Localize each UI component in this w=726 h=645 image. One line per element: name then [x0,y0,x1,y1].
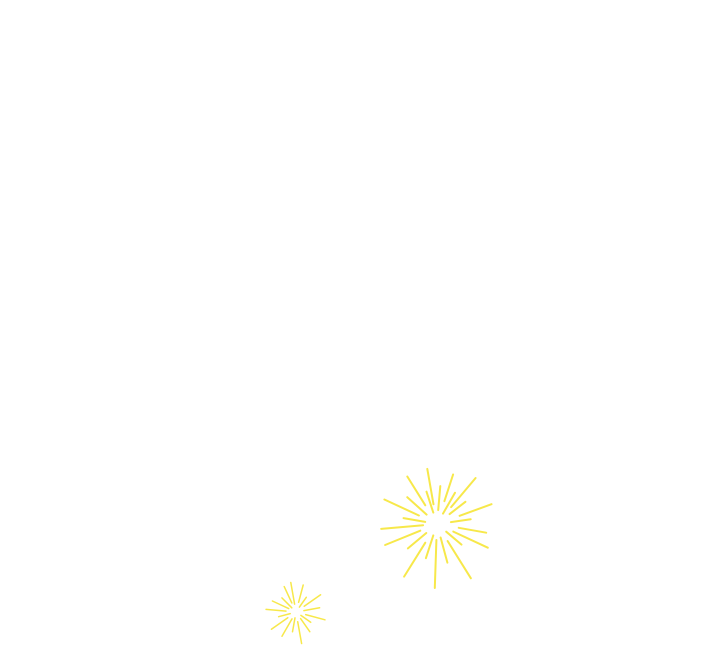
spark-ray [442,491,456,515]
spark-ray [304,613,326,621]
spark-ray [380,524,425,530]
spark-ray [271,600,290,610]
spark-ray [425,490,435,514]
spark-ray [433,539,438,589]
spark-ray [449,518,472,524]
spark-ray [299,617,311,633]
spark-ray [300,614,312,624]
spark-ray [406,475,427,507]
spark-ray [457,526,488,534]
spark-ray [277,612,291,618]
spark-ray [384,529,422,546]
spark-ray [270,616,289,630]
spark-ray [283,585,293,604]
spark-ray [281,597,293,609]
spark-ray [446,540,472,580]
spark-ray [443,473,455,503]
spark-ray [290,581,296,605]
spark-ray [445,530,463,546]
spark-ray [406,496,428,516]
spark-ray [303,594,322,608]
spark-ray [458,503,493,517]
spark-ray [452,530,489,549]
firework-burst-large-icon [380,467,493,589]
spark-ray [291,617,296,633]
spark-ray [281,618,293,637]
spark-ray [297,584,304,604]
spark-ray [450,477,477,509]
spark-ray [403,541,427,578]
spark-ray [383,498,420,517]
spark-ray [406,532,428,550]
spark-ray [437,485,442,512]
spark-ray [265,608,287,612]
spark-ray [298,596,308,608]
spark-ray [424,534,435,560]
spark-ray [296,621,303,645]
spark-ray [426,467,435,506]
spark-ray [402,517,427,523]
spark-ray [303,607,321,612]
firework-burst-small-icon [265,581,326,645]
spark-ray [448,500,467,516]
spark-ray [439,536,449,564]
